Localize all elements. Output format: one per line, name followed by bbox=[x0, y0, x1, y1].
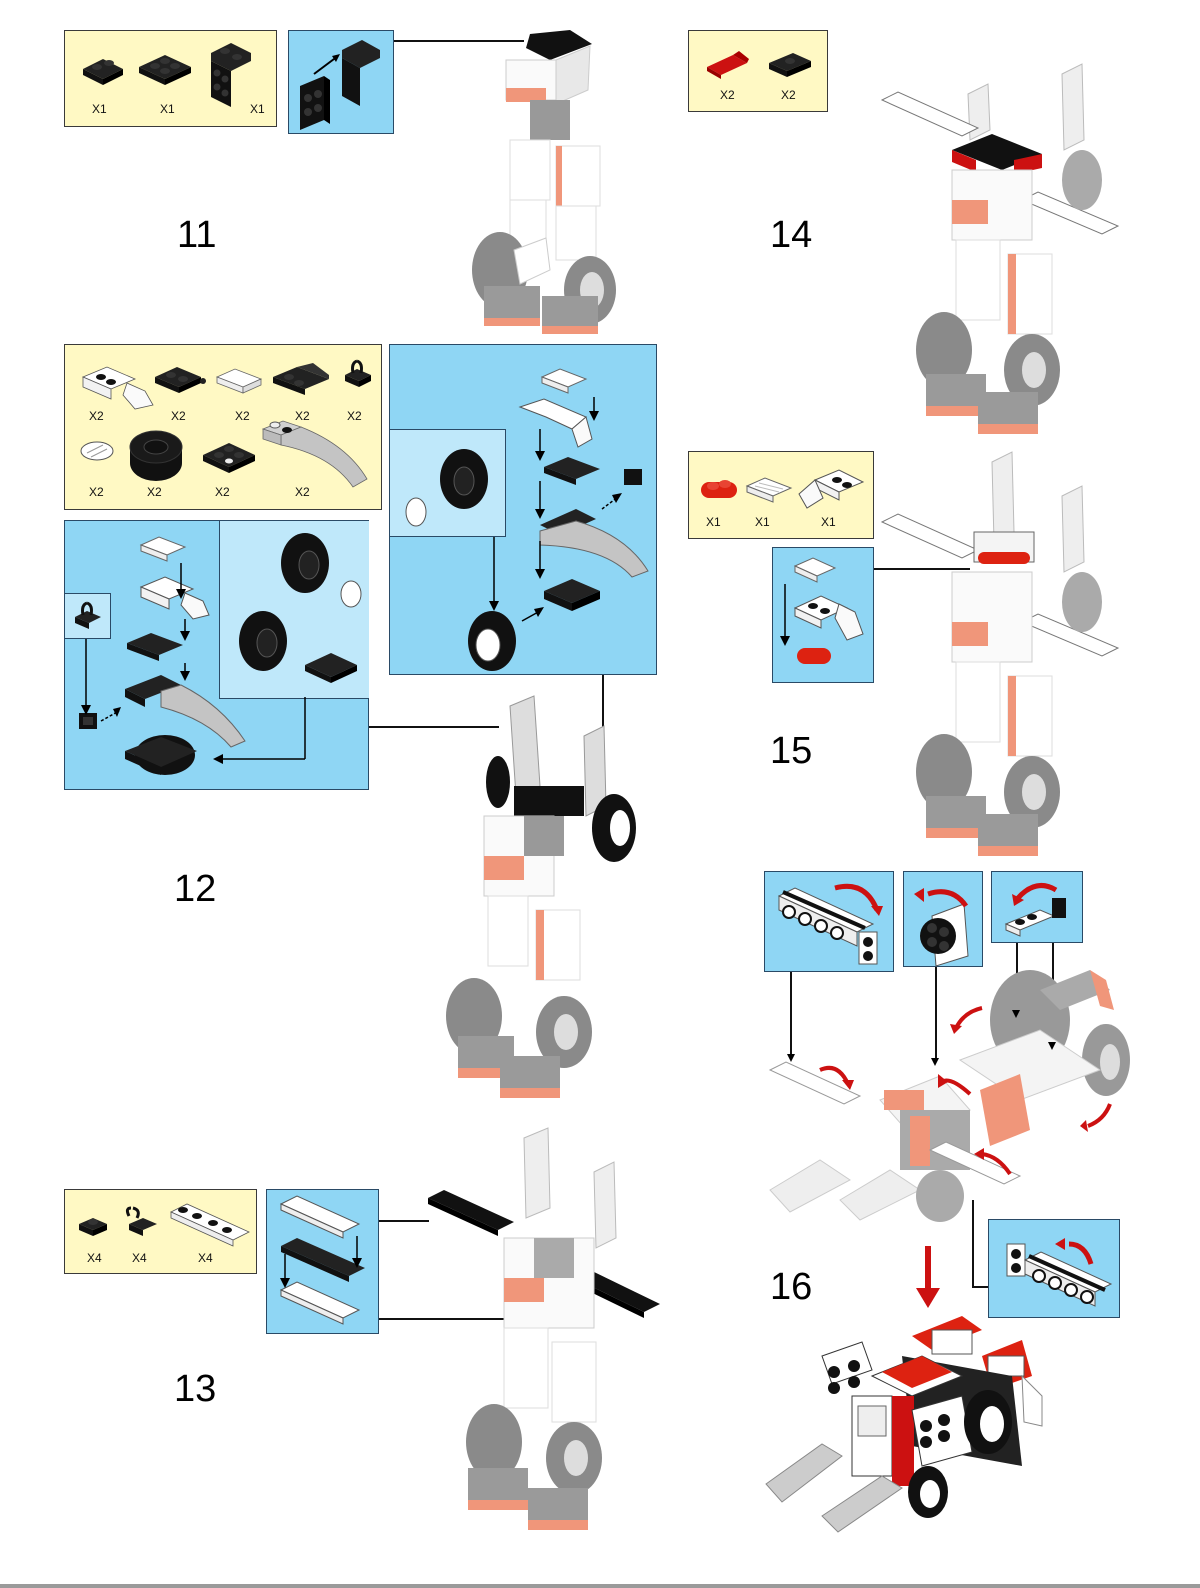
step-13-parts-box: X4 X4 X4 bbox=[64, 1189, 257, 1274]
part-curved-slope-grey-icon bbox=[261, 415, 371, 495]
connector-line bbox=[972, 1200, 974, 1286]
part-curved-arm-white-icon bbox=[79, 361, 157, 411]
step-16-rotate-panel-lower-arm bbox=[988, 1219, 1120, 1318]
bracket-assembly-icon bbox=[294, 36, 390, 130]
grille-stack-icon bbox=[777, 554, 873, 678]
part-clip-plate-icon bbox=[343, 359, 373, 391]
rotate-clip-icon bbox=[996, 876, 1080, 940]
part-plate-1x1-icon bbox=[77, 1212, 109, 1240]
step-12-parts-box: X2 X2 X2 X2 X2 X2 X2 X2 X2 bbox=[64, 344, 382, 510]
step-12-subassembly-right bbox=[389, 344, 657, 675]
robot-model-icon bbox=[882, 452, 1122, 862]
part-qty: X2 bbox=[215, 485, 230, 499]
step-13-subassembly bbox=[266, 1189, 379, 1334]
part-curved-arm-white-icon bbox=[795, 464, 867, 512]
part-bracket-icon bbox=[205, 39, 255, 109]
part-qty: X2 bbox=[89, 409, 104, 423]
step-number: 14 bbox=[770, 214, 812, 257]
part-qty: X2 bbox=[720, 88, 735, 102]
part-slope-plate-icon bbox=[269, 361, 333, 399]
part-hubcap-icon bbox=[79, 439, 119, 465]
robot-model-icon bbox=[424, 1128, 664, 1540]
part-qty: X4 bbox=[87, 1251, 102, 1265]
part-hinge-plate-white-icon bbox=[169, 1200, 251, 1250]
step-number: 15 bbox=[770, 730, 812, 773]
step-number: 11 bbox=[177, 214, 216, 257]
step-11-parts-box: X1 X1 X1 bbox=[64, 30, 277, 127]
final-vehicle-model-icon bbox=[762, 1316, 1052, 1536]
step-16-rotate-panel-clip bbox=[991, 871, 1083, 943]
part-plate-with-pins-icon bbox=[151, 361, 207, 397]
page-bottom-rule bbox=[0, 1584, 1200, 1588]
part-rounded-plate-red-icon bbox=[697, 472, 741, 506]
part-plate-2x2-pin-icon bbox=[199, 437, 257, 477]
step-12-subassembly-left bbox=[64, 520, 369, 790]
connector-line bbox=[972, 1286, 988, 1288]
part-jumper-plate-icon bbox=[765, 45, 815, 81]
part-qty: X1 bbox=[250, 102, 265, 116]
part-slope-red-icon bbox=[703, 45, 753, 85]
step-11-subassembly bbox=[288, 30, 394, 134]
part-plate-1x2-icon bbox=[79, 51, 129, 91]
part-qty: X4 bbox=[198, 1251, 213, 1265]
connector-line bbox=[379, 1220, 429, 1222]
step-number: 16 bbox=[770, 1266, 812, 1309]
robot-model-icon bbox=[444, 696, 644, 1106]
assembly-arrows-icon bbox=[390, 345, 658, 676]
part-qty: X2 bbox=[147, 485, 162, 499]
robot-model-icon bbox=[470, 30, 620, 335]
part-qty: X1 bbox=[821, 515, 836, 529]
red-rotation-arrows-icon bbox=[760, 950, 1130, 1220]
step-14-parts-box: X2 X2 bbox=[688, 30, 828, 112]
step-number: 13 bbox=[174, 1368, 216, 1411]
part-qty: X2 bbox=[235, 409, 250, 423]
part-qty: X4 bbox=[132, 1251, 147, 1265]
step-number: 12 bbox=[174, 868, 216, 911]
hinge-assembly-icon bbox=[273, 1196, 373, 1328]
part-tire-icon bbox=[127, 425, 185, 485]
part-qty: X1 bbox=[706, 515, 721, 529]
assembly-arrows-icon bbox=[65, 521, 370, 791]
part-qty: X2 bbox=[295, 485, 310, 499]
rotate-lower-arm-icon bbox=[993, 1224, 1117, 1316]
red-down-arrow-icon bbox=[916, 1246, 940, 1310]
part-qty: X1 bbox=[160, 102, 175, 116]
part-clip-plate-icon bbox=[123, 1206, 159, 1240]
part-qty: X1 bbox=[755, 515, 770, 529]
robot-model-icon bbox=[882, 30, 1122, 440]
part-qty: X2 bbox=[89, 485, 104, 499]
part-qty: X1 bbox=[92, 102, 107, 116]
part-grille-tile-icon bbox=[745, 474, 795, 504]
part-qty: X2 bbox=[781, 88, 796, 102]
step-15-subassembly bbox=[772, 547, 874, 683]
part-qty: X2 bbox=[171, 409, 186, 423]
part-tile-white-icon bbox=[215, 365, 265, 395]
part-plate-2x2-icon bbox=[135, 47, 195, 91]
step-15-parts-box: X1 X1 X1 bbox=[688, 451, 874, 539]
